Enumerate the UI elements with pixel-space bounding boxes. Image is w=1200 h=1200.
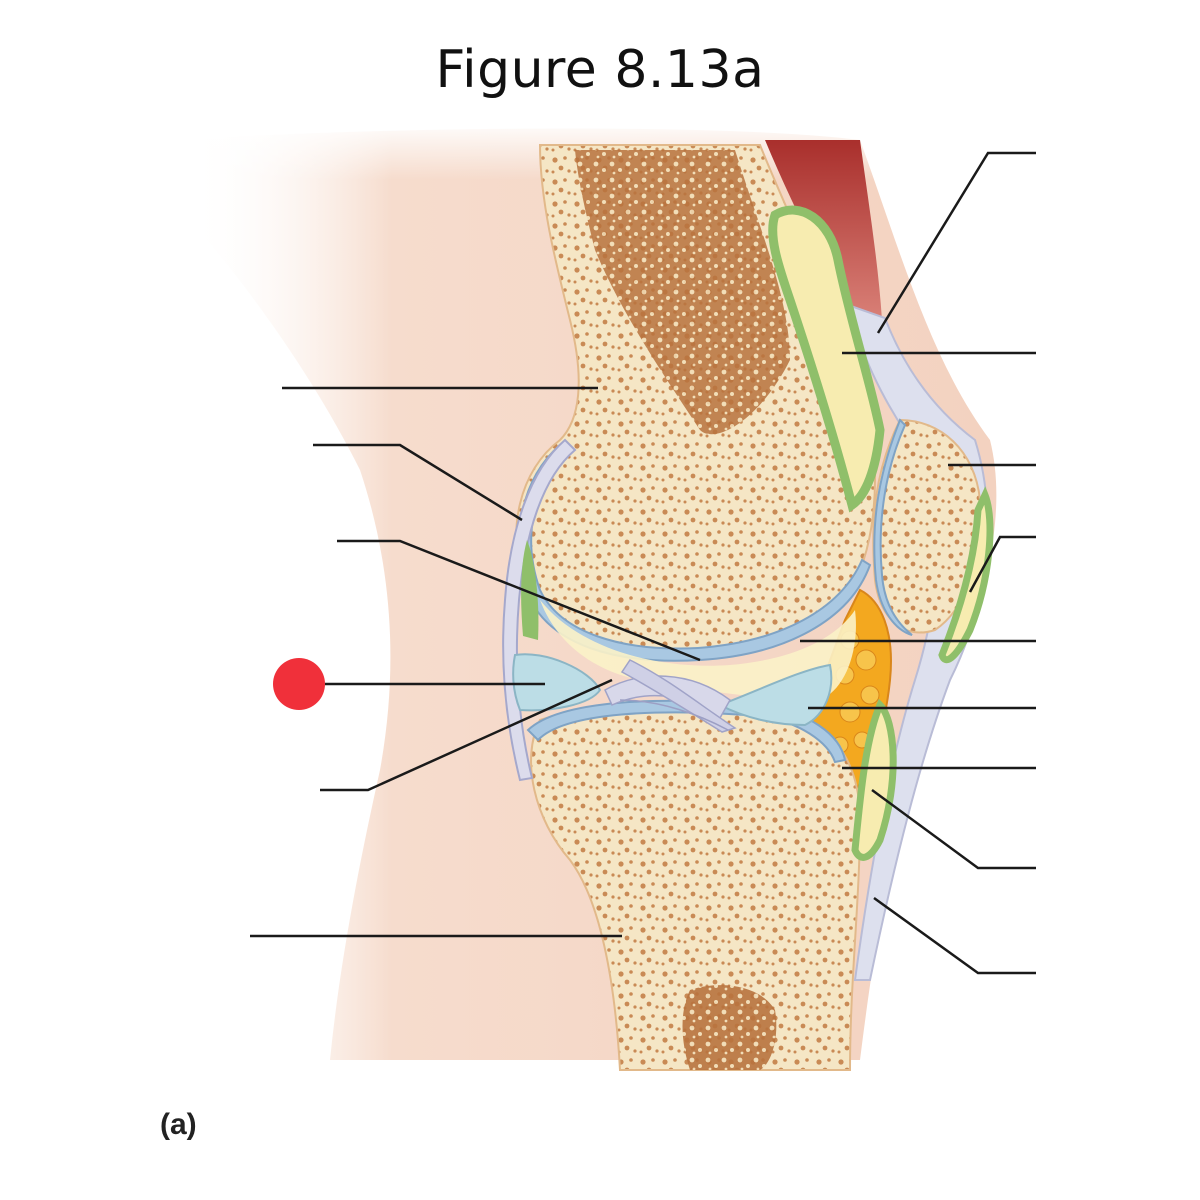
leader-line-posterior-capsule xyxy=(313,443,523,522)
leader-line-deep-infrapatellar-bursa xyxy=(871,788,1036,870)
joint-cavity xyxy=(540,600,856,700)
prepatellar-bursa xyxy=(938,486,994,664)
posterior-fibrous-capsule xyxy=(502,438,577,782)
figure-title: Figure 8.13a xyxy=(435,40,765,100)
highlighted-label-marker[interactable] xyxy=(273,658,325,710)
posterior-bursa xyxy=(521,540,539,640)
leader-lines xyxy=(250,151,1036,975)
leader-line-prepatellar-bursa xyxy=(968,535,1036,593)
suprapatellar-bursa xyxy=(768,205,885,513)
patellar-articular-cartilage xyxy=(873,418,913,636)
cruciate-ligaments xyxy=(604,659,737,733)
deep-infrapatellar-bursa xyxy=(851,698,897,861)
tibia-marrow-cavity xyxy=(682,985,777,1070)
leader-line-articular-cartilage xyxy=(337,539,701,662)
leader-line-patellar-ligament xyxy=(873,896,1036,975)
leader-line-cruciate-ligament xyxy=(320,678,613,792)
anterior-meniscus xyxy=(717,663,833,727)
leader-line-quadriceps-tendon xyxy=(876,151,1036,334)
panel-label: (a) xyxy=(160,1108,197,1141)
patella xyxy=(872,418,982,634)
femur-marrow-cavity xyxy=(575,150,790,435)
